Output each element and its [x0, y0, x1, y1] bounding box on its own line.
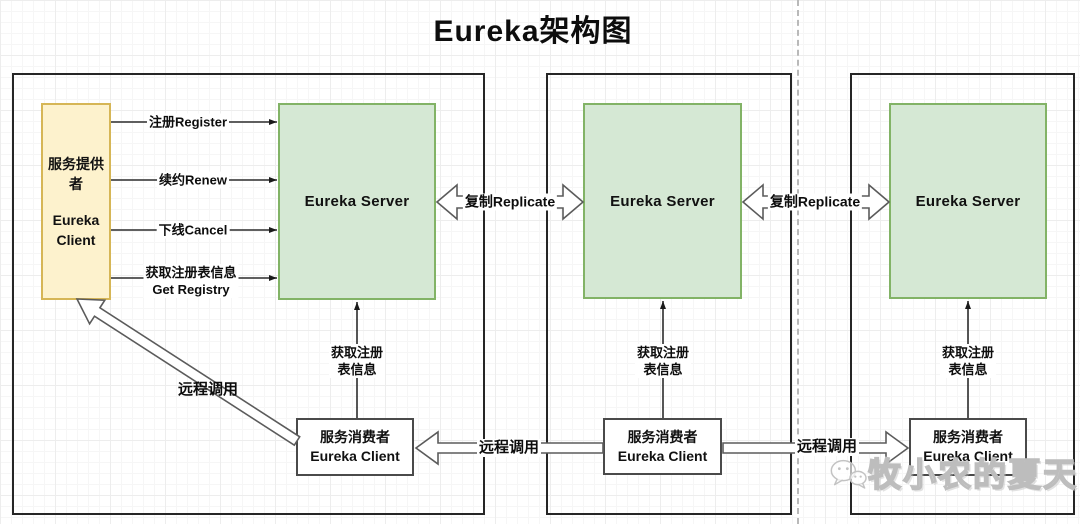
- fetch-registry-line1: 获取注册: [941, 345, 995, 360]
- register-label: 注册Register: [146, 113, 230, 131]
- consumer-role-label: 服务消费者: [320, 429, 390, 445]
- fetch-registry-line1: 获取注册: [330, 345, 384, 360]
- eureka-server-box-3: Eureka Server: [889, 103, 1047, 299]
- eureka-server-label: Eureka Server: [915, 192, 1021, 210]
- zone-1: [12, 73, 485, 515]
- zone-3: [850, 73, 1075, 515]
- replicate-label-1: 复制Replicate: [462, 193, 558, 211]
- provider-client-label: Eureka Client: [52, 211, 100, 248]
- eureka-server-label: Eureka Server: [610, 192, 715, 210]
- consumer-role-label: 服务消费者: [627, 428, 698, 445]
- watermark: 牧小农的夏天: [828, 443, 1078, 501]
- fetch-registry-line2: 表信息: [337, 362, 377, 377]
- page-title: Eureka架构图: [433, 15, 633, 48]
- consumer-client-label: Eureka Client: [310, 448, 400, 464]
- fetch-registry-label-3: 获取注册 表信息: [939, 344, 997, 378]
- renew-label: 续约Renew: [157, 171, 229, 189]
- fetch-registry-label-1: 获取注册 表信息: [328, 344, 386, 378]
- get-registry-label-cn: 获取注册表信息: [145, 265, 237, 280]
- get-registry-label-en: Get Registry: [152, 282, 230, 297]
- replicate-label-2: 复制Replicate: [767, 193, 863, 211]
- remote-call-label-diagonal: 远程调用: [177, 381, 239, 398]
- consumer-box-2: 服务消费者 Eureka Client: [603, 418, 722, 475]
- consumer-client-label: Eureka Client: [923, 448, 1013, 464]
- remote-call-label-left: 远程调用: [476, 439, 542, 457]
- eureka-server-box-1: Eureka Server: [278, 103, 436, 300]
- zone-2: [546, 73, 792, 515]
- provider-role-label: 服务提供者: [48, 155, 104, 192]
- eureka-server-box-2: Eureka Server: [583, 103, 742, 299]
- get-registry-label: 获取注册表信息 Get Registry: [143, 264, 239, 298]
- consumer-client-label: Eureka Client: [617, 447, 708, 464]
- cancel-label: 下线Cancel: [156, 221, 230, 239]
- consumer-box-1: 服务消费者 Eureka Client: [296, 418, 414, 476]
- fetch-registry-line2: 表信息: [643, 362, 683, 377]
- consumer-box-3: 服务消费者 Eureka Client: [909, 418, 1027, 476]
- dashed-separator-line: [797, 0, 799, 524]
- wechat-icon: [830, 459, 867, 489]
- remote-call-label-right: 远程调用: [794, 438, 860, 456]
- fetch-registry-line2: 表信息: [948, 362, 988, 377]
- consumer-role-label: 服务消费者: [933, 429, 1003, 445]
- watermark-text: 牧小农的夏天: [867, 455, 1078, 494]
- fetch-registry-line1: 获取注册: [636, 345, 690, 360]
- fetch-registry-label-2: 获取注册 表信息: [634, 344, 692, 378]
- eureka-server-label: Eureka Server: [304, 193, 410, 210]
- provider-box: 服务提供者 Eureka Client: [41, 103, 111, 300]
